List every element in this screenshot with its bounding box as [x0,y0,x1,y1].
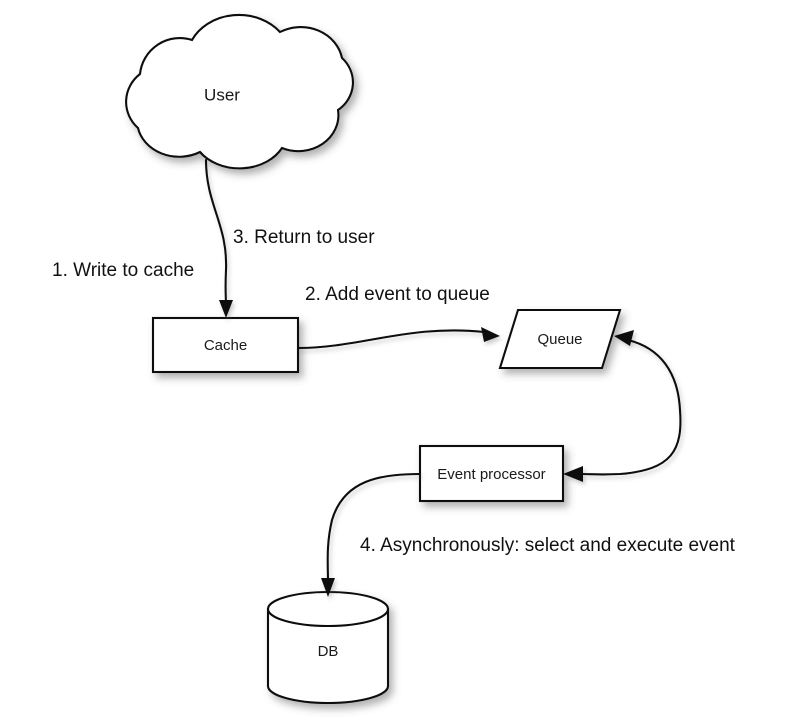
step-label-3: 3. Return to user [233,227,375,248]
node-event-processor[interactable]: Event processor [418,444,565,503]
node-db-label: DB [318,643,339,660]
node-event-processor-label: Event processor [437,466,545,483]
step-label-1: 1. Write to cache [52,260,194,281]
node-cache-label: Cache [204,337,247,354]
node-user[interactable]: User [125,13,354,170]
edge-cache-to-queue [296,327,500,350]
node-user-label: User [204,85,240,104]
node-queue-label: Queue [537,331,582,348]
edge-event-processor-to-db [321,472,422,597]
node-cache[interactable]: Cache [151,316,300,374]
step-label-2: 2. Add event to queue [305,284,490,305]
node-queue[interactable]: Queue [498,308,622,370]
node-db[interactable]: DB [266,590,390,705]
edge-user-to-cache [204,158,233,318]
step-label-4: 4. Asynchronously: select and execute ev… [360,535,736,556]
edge-queue-event-processor-loop [563,330,682,482]
